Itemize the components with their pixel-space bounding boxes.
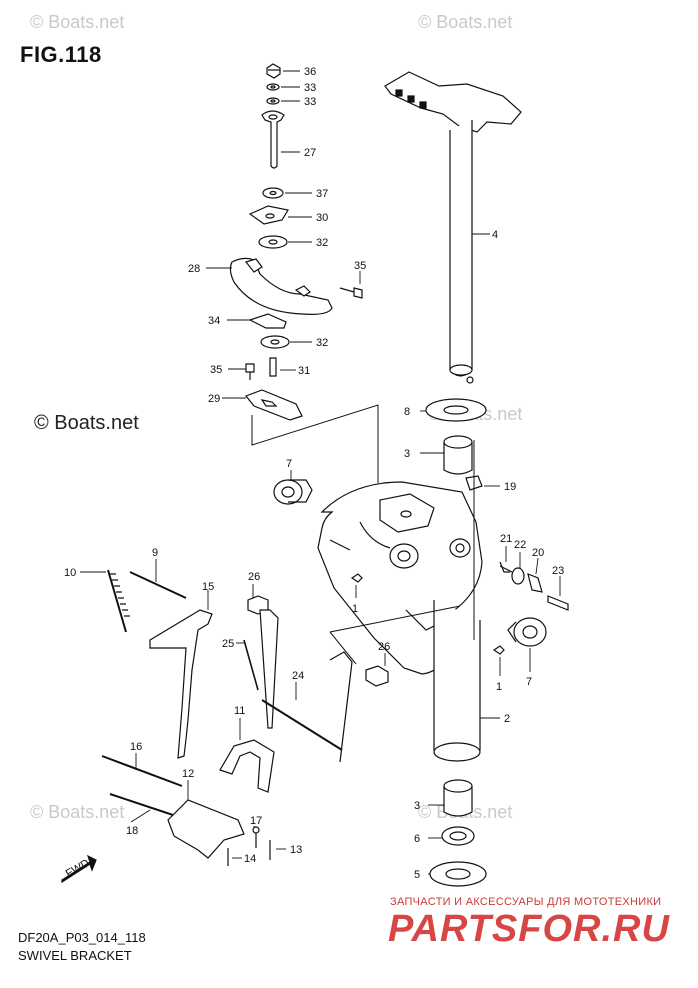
- callout-16: 16: [130, 741, 142, 753]
- callout-32: 32: [316, 337, 328, 349]
- nut-36: [266, 63, 281, 79]
- washer-33b: [266, 97, 280, 105]
- callout-29: 29: [208, 393, 220, 405]
- callout-18: 18: [126, 825, 138, 837]
- callout-13: 13: [290, 844, 302, 856]
- callout-25: 25: [222, 638, 234, 650]
- callout-1: 1: [496, 681, 502, 693]
- callout-1: 1: [352, 603, 358, 615]
- callout-6: 6: [414, 833, 420, 845]
- callout-37: 37: [316, 188, 328, 200]
- callout-20: 20: [532, 547, 544, 559]
- callout-2: 2: [504, 713, 510, 725]
- callout-9: 9: [152, 547, 158, 559]
- callout-34: 34: [208, 315, 220, 327]
- callout-3: 3: [414, 800, 420, 812]
- callout-12: 12: [182, 768, 194, 780]
- callout-14: 14: [244, 853, 256, 865]
- callout-31: 31: [298, 365, 310, 377]
- callout-32: 32: [316, 237, 328, 249]
- fwd-label: FWD: [64, 857, 92, 880]
- callout-36: 36: [304, 66, 316, 78]
- callout-19: 19: [504, 481, 516, 493]
- callout-33: 33: [304, 82, 316, 94]
- watermark: © Boats.net: [30, 802, 125, 822]
- swivel-bracket-body: [317, 481, 483, 762]
- diagram-code: DF20A_P03_014_118: [18, 930, 146, 945]
- callout-28: 28: [188, 263, 200, 275]
- brand-logo: PARTSFOR.RU: [388, 908, 670, 950]
- brand-subtitle: ЗАПЧАСТИ И АКСЕССУАРЫ ДЛЯ МОТОТЕХНИКИ: [390, 896, 662, 908]
- callout-35: 35: [354, 260, 366, 272]
- diagram-name: SWIVEL BRACKET: [18, 948, 132, 963]
- callout-22: 22: [514, 539, 526, 551]
- callout-26: 26: [378, 641, 390, 653]
- callout-21: 21: [500, 533, 512, 545]
- callout-7: 7: [286, 458, 292, 470]
- callout-24: 24: [292, 670, 304, 682]
- callout-4: 4: [492, 229, 498, 241]
- pin-27: [261, 110, 285, 169]
- callout-27: 27: [304, 147, 316, 159]
- callout-26: 26: [248, 571, 260, 583]
- watermark: © Boats.net: [418, 12, 513, 32]
- callout-8: 8: [404, 406, 410, 418]
- steering-shaft-4: [384, 71, 522, 384]
- watermark: © Boats.net: [34, 412, 139, 434]
- figure-title: FIG.118: [20, 42, 102, 67]
- callout-10: 10: [64, 567, 76, 579]
- callout-5: 5: [414, 869, 420, 881]
- callout-30: 30: [316, 212, 328, 224]
- callout-7: 7: [526, 676, 532, 688]
- watermark: © Boats.net: [30, 12, 125, 32]
- callout-35: 35: [210, 364, 222, 376]
- callout-23: 23: [552, 565, 564, 577]
- callout-3: 3: [404, 448, 410, 460]
- washer-33: [266, 83, 280, 91]
- callout-33: 33: [304, 96, 316, 108]
- callout-11: 11: [234, 705, 245, 717]
- callout-17: 17: [250, 815, 262, 827]
- callout-15: 15: [202, 581, 214, 593]
